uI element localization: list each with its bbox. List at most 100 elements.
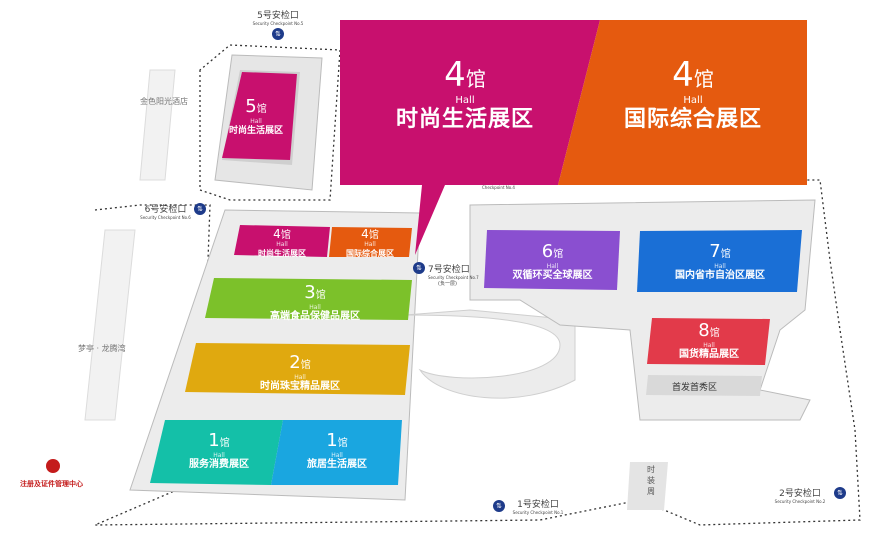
landmark-mengting: 梦亭 · 龙腾湾 [78,344,126,353]
hall-7-label[interactable]: 7馆 Hall 国内省市自治区展区 [645,243,795,282]
checkpoint-5-sub: Security Checkpoint No.5 [252,21,304,26]
landmark-fashion-week: 时装周 [647,465,655,496]
checkpoint-2-name: 2号安检口 [779,489,821,499]
hall-4b-unit: 馆 [368,230,379,241]
hall-4a-unit: 馆 [280,230,291,241]
hall-1a-unit: 馆 [219,438,230,449]
hall-8-label[interactable]: 8馆 Hall 国货精品展区 [655,322,763,361]
hall-4b-name: 国际综合展区 [346,249,394,258]
hall-7-hall: Hall [714,263,726,270]
hall-6-hall: Hall [546,263,559,270]
callout-right-num: 4 [672,55,694,95]
hall-4a-num: 4 [273,227,281,241]
checkpoint-6-name: 6号安检口 [144,205,187,215]
hall-1-service-shape[interactable] [150,420,283,485]
hall-2-label[interactable]: 2馆 Hall 时尚珠宝精品展区 [200,354,400,393]
landmark-registration: 注册及证件管理中心 [20,480,83,488]
checkpoint-5[interactable]: 5号安检口 Security Checkpoint No.5 [248,8,308,26]
checkpoint-1[interactable]: 1号安检口 Security Checkpoint No.1 [508,497,568,515]
hall-4b-hall: Hall [364,241,376,248]
callout-left-name: 时尚生活展区 [395,107,534,132]
callout-right-hall: Hall [683,95,703,106]
checkpoint-4-sub: Checkpoint No.4 [482,185,515,190]
hall-6-name: 双循环买全球展区 [512,270,593,281]
hall-1b-hall: Hall [331,452,343,459]
hall-6-unit: 馆 [553,249,564,260]
hall-shapes [150,72,802,485]
hall-4-fashion-shape[interactable] [234,225,330,257]
checkpoint-2-icon[interactable]: ⇅ [834,487,846,499]
hall-4b-num: 4 [361,227,369,241]
hall-8-unit: 馆 [709,328,720,339]
callout-right-shape [558,20,807,185]
hall-3-label[interactable]: 3馆 Hall 高端食品保健品展区 [220,284,410,323]
hall-7-num: 7 [709,241,721,262]
hall-1b-unit: 馆 [337,438,348,449]
checkpoint-2[interactable]: 2号安检口 Security Checkpoint No.2 [768,486,832,504]
hall-5-label[interactable]: 5馆 Hall 时尚生活展区 [222,98,290,137]
callout-left-shape [340,20,600,255]
hall-3-hall: Hall [309,304,321,311]
callout-left-hall: Hall [455,95,475,106]
callout-right: 4馆 Hall 国际综合展区 [598,58,788,134]
landmark-hotel: 金色阳光酒店 [140,97,188,106]
checkpoint-2-sub: Security Checkpoint No.2 [774,499,826,504]
callout-left-num: 4 [444,55,466,95]
hall-8-shape[interactable] [647,318,770,365]
hall-5-num: 5 [245,96,257,117]
hall-8-name: 国货精品展区 [679,349,739,360]
callout-left-unit: 馆 [465,67,486,91]
hall-5-unit: 馆 [256,104,267,115]
hall-5-shape[interactable] [222,72,297,160]
hall-2-name: 时尚珠宝精品展区 [260,381,340,392]
hall-1a-num: 1 [208,430,220,451]
checkpoint-7-note: (负一层) [438,281,457,287]
checkpoint-5-name: 5号安检口 [257,11,299,21]
hall-6-shape[interactable] [484,230,620,290]
hall-2-hall: Hall [294,374,306,381]
checkpoint-7-name: 7号安检口 [428,265,470,275]
checkpoint-7-sub: Security Checkpoint No.7 [428,275,479,280]
callout-left: 4馆 Hall 时尚生活展区 [370,58,560,134]
hall-4-intl-shape[interactable] [329,227,412,257]
hall-4a-hall: Hall [276,241,288,248]
hall-1b-num: 1 [326,430,338,451]
hall-5-name: 时尚生活展区 [228,126,283,136]
hall-1-service-label[interactable]: 1馆 Hall 服务消费展区 [160,432,278,471]
hall-4-intl-label[interactable]: 4馆 Hall 国际综合展区 [329,228,411,260]
checkpoint-5-icon[interactable]: ⇅ [272,28,284,40]
hall-6-label[interactable]: 6馆 Hall 双循环买全球展区 [490,243,615,282]
hall-4a-name: 时尚生活展区 [258,249,306,258]
checkpoint-1-sub: Security Checkpoint No.1 [512,510,564,515]
hall-5-hall: Hall [250,118,262,125]
hall-8-num: 8 [698,320,710,341]
hall-1b-name: 旅居生活展区 [307,459,367,470]
checkpoint-7[interactable]: 7号安检口 Security Checkpoint No.7 (负一层) [428,262,479,287]
checkpoint-6-icon[interactable]: ⇅ [194,203,206,215]
hall-1-travel-label[interactable]: 1馆 Hall 旅居生活展区 [278,432,396,471]
callout-right-name: 国际综合展区 [623,107,762,132]
checkpoint-1-name: 1号安检口 [517,500,559,510]
checkpoint-6-sub: Security Checkpoint No.6 [140,215,191,220]
hall-1a-hall: Hall [213,452,225,459]
hall-4-fashion-label[interactable]: 4馆 Hall 时尚生活展区 [236,228,328,260]
checkpoint-1-icon[interactable]: ⇅ [493,500,505,512]
checkpoint-6[interactable]: 6号安检口 Security Checkpoint No.6 [138,202,193,220]
hall-2-num: 2 [289,352,301,373]
hall-1-travel-shape[interactable] [271,420,402,485]
checkpoint-4[interactable]: Checkpoint No.4 [482,185,515,190]
hall-7-shape[interactable] [637,230,802,292]
hall-3-unit: 馆 [315,290,326,301]
hall-7-name: 国内省市自治区展区 [675,270,765,281]
checkpoint-7-icon[interactable]: ⇅ [413,262,425,274]
hall-3-shape[interactable] [205,278,412,320]
hall-3-name: 高端食品保健品展区 [270,311,360,322]
hall-2-shape[interactable] [185,343,410,395]
hall-2-unit: 馆 [300,360,311,371]
hall-3-num: 3 [304,282,316,303]
hall-1a-name: 服务消费展区 [189,459,249,470]
callout-right-unit: 馆 [693,67,714,91]
hall-8-hall: Hall [703,342,715,349]
